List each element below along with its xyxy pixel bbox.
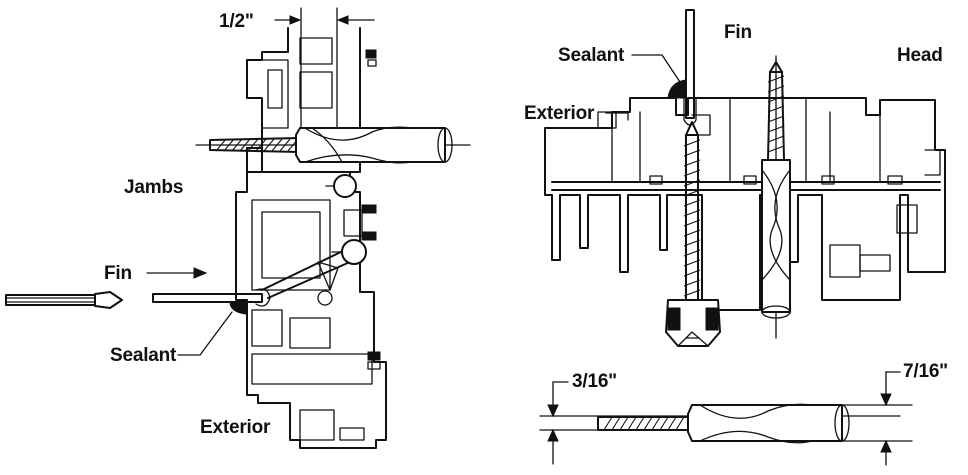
- head-screw: [665, 121, 721, 347]
- head-exterior-leader: [605, 112, 629, 121]
- jamb-exterior-label: Exterior: [200, 417, 271, 438]
- drill-bit-dimension-detail: [539, 371, 913, 466]
- large-drill-dimension-label: 7/16": [903, 361, 948, 382]
- small-drill-dimension-label: 3/16": [572, 371, 617, 392]
- head-label: Head: [897, 45, 943, 66]
- head-fin: [631, 9, 695, 119]
- jamb-fin-and-fastener: [5, 267, 263, 356]
- head-frame-profile: [544, 97, 946, 311]
- head-exterior-label: Exterior: [524, 103, 595, 124]
- head-sealant-label: Sealant: [558, 45, 625, 66]
- jamb-drill-bit: [195, 126, 471, 164]
- head-fin-label: Fin: [724, 22, 752, 43]
- head-drill-bit: [761, 55, 791, 339]
- jambs-label: Jambs: [124, 177, 184, 198]
- jamb-frame-profile: [235, 27, 387, 449]
- jamb-sealant-label: Sealant: [110, 345, 177, 366]
- half-inch-dimension-label: 1/2": [219, 11, 254, 32]
- jamb-fin-label: Fin: [104, 263, 132, 284]
